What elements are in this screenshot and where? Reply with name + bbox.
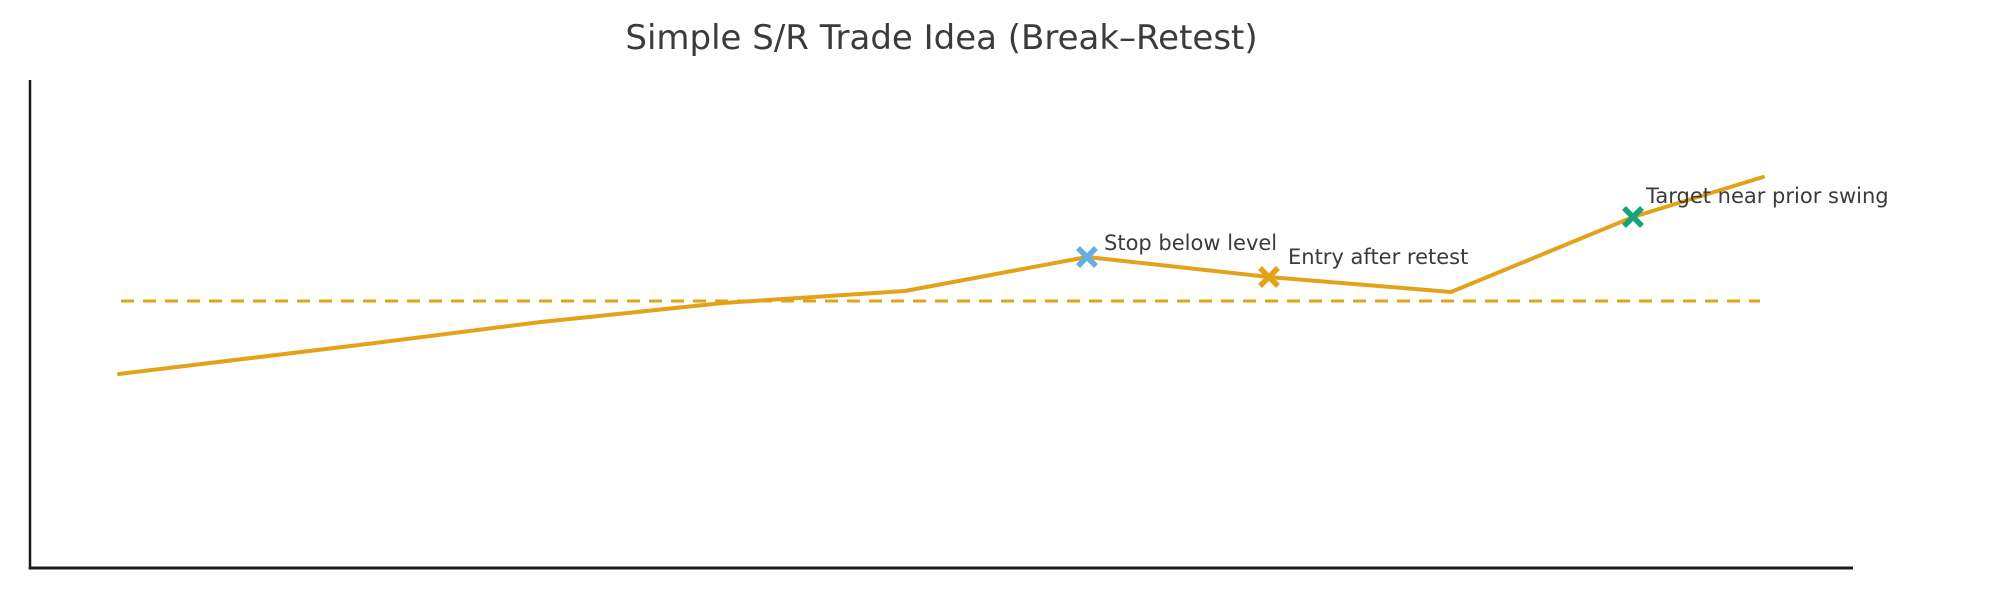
marker-x-1 bbox=[1258, 266, 1280, 288]
annotation-label-stop: Stop below level bbox=[1104, 231, 1278, 255]
annotation-label-target: Target near prior swing bbox=[1646, 184, 1889, 208]
marker-x-0 bbox=[1076, 246, 1098, 268]
price-line bbox=[117, 175, 1765, 376]
marker-x-2 bbox=[1622, 206, 1644, 228]
annotation-label-entry: Entry after retest bbox=[1288, 245, 1469, 269]
plot-dynamic-layer bbox=[117, 175, 1765, 376]
chart-title: Simple S/R Trade Idea (Break–Retest) bbox=[625, 18, 1258, 58]
